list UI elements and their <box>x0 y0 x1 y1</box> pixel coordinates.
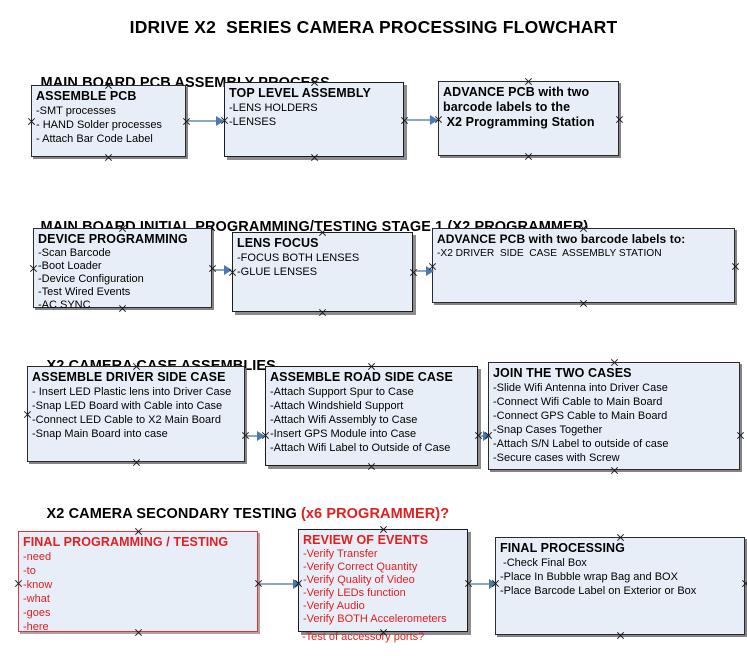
connector-review-of-events-to-final-processing <box>470 583 492 585</box>
box-line: -Snap LED Board with Cable into Case <box>32 400 223 412</box>
box-final-programming-testing[interactable]: FINAL PROGRAMMING / TESTING -need -to -k… <box>18 531 258 633</box>
box-line: -here <box>23 621 49 633</box>
box-line: -Connect Wifi Cable to Main Board <box>493 396 663 408</box>
box-line: -Verify Transfer <box>303 548 378 560</box>
box-line: -know <box>23 579 53 591</box>
box-line: -Verify Audio <box>303 600 365 612</box>
connector-top-level-assembly-to-advance-pcb <box>406 119 430 121</box>
box-line: -Slide Wifi Antenna into Driver Case <box>493 382 668 394</box>
box-title: LENS FOCUS <box>237 236 319 250</box>
arrowhead-icon <box>293 579 301 589</box>
connector-assemble-pcb-to-top-level-assembly <box>188 120 216 122</box>
box-line: -Check Final Box <box>500 557 587 569</box>
box-title: FINAL PROCESSING <box>500 541 625 555</box>
box-title: ADVANCE PCB with two barcode labels to: <box>437 232 686 246</box>
box-line: -Secure cases with Screw <box>493 452 620 464</box>
box-line: -Device Configuration <box>38 273 144 285</box>
arrowhead-icon <box>257 431 265 441</box>
box-line: - Insert LED Plastic lens into Driver Ca… <box>32 386 232 398</box>
box-review-of-events[interactable]: REVIEW OF EVENTS -Verify Transfer -Verif… <box>298 529 468 632</box>
connector-driver-side-to-road-side <box>247 435 261 437</box>
box-title: REVIEW OF EVENTS <box>303 533 429 547</box>
box-title: ASSEMBLE DRIVER SIDE CASE <box>32 370 226 384</box>
box-line: -Place In Bubble wrap Bag and BOX <box>500 571 678 583</box>
box-line: -Scan Barcode <box>38 247 111 259</box>
box-line: -Place Barcode Label on Exterior or Box <box>500 585 697 597</box>
connector-device-programming-to-lens-focus <box>214 269 226 271</box>
box-title: JOIN THE TWO CASES <box>493 366 632 380</box>
connector-final-programming-to-review-of-events <box>260 583 295 585</box>
box-line: -goes <box>23 607 51 619</box>
box-line: -what <box>23 593 50 605</box>
box-top-level-assembly[interactable]: TOP LEVEL ASSEMBLY -LENS HOLDERS -LENSES <box>224 82 404 157</box>
box-line: -Connect GPS Cable to Main Board <box>493 410 668 422</box>
arrowhead-icon <box>426 266 434 276</box>
box-line: -Verify Quality of Video <box>303 574 415 586</box>
box-title: ASSEMBLE ROAD SIDE CASE <box>270 370 453 384</box>
box-title: ADVANCE PCB with two barcode labels to t… <box>443 85 595 129</box>
box-assemble-driver-side-case[interactable]: ASSEMBLE DRIVER SIDE CASE - Insert LED P… <box>27 366 245 462</box>
box-title: TOP LEVEL ASSEMBLY <box>229 86 371 100</box>
box-advance-pcb-to-driver-side-case-station[interactable]: ADVANCE PCB with two barcode labels to: … <box>432 228 735 303</box>
box-line: -LENSES <box>229 116 277 128</box>
box-line: -X2 DRIVER SIDE CASE ASSEMBLY STATION <box>437 248 662 259</box>
section-header-x2-camera-secondary-testing: X2 CAMERA SECONDARY TESTING (x6 PROGRAMM… <box>30 490 450 538</box>
box-line: -Connect LED Cable to X2 Main Board <box>32 414 221 426</box>
box-line: -Boot Loader <box>38 260 102 272</box>
box-line: -Attach Windshield Support <box>270 400 404 412</box>
box-title: DEVICE PROGRAMMING <box>38 232 188 246</box>
box-join-the-two-cases[interactable]: JOIN THE TWO CASES -Slide Wifi Antenna i… <box>488 362 740 470</box>
box-title: FINAL PROGRAMMING / TESTING <box>23 535 229 549</box>
box-advance-pcb-to-x2-programming-station[interactable]: ADVANCE PCB with two barcode labels to t… <box>438 81 619 156</box>
box-lens-focus[interactable]: LENS FOCUS -FOCUS BOTH LENSES -GLUE LENS… <box>232 232 413 312</box>
arrowhead-icon <box>489 579 497 589</box>
section-header-text: X2 CAMERA SECONDARY TESTING <box>46 506 301 522</box>
box-final-processing[interactable]: FINAL PROCESSING -Check Final Box -Place… <box>495 537 745 635</box>
box-review-of-events-overflow-line: -Test of accessory ports? <box>302 631 425 643</box>
box-line: -Test Wired Events <box>38 286 131 298</box>
arrowhead-icon <box>483 431 491 441</box>
box-line: -Verify BOTH Accelerometers <box>303 613 447 625</box>
arrowhead-icon <box>430 115 438 125</box>
box-line: -LENS HOLDERS <box>229 102 318 114</box>
box-assemble-pcb[interactable]: ASSEMBLE PCB -SMT processes - HAND Solde… <box>31 85 186 157</box>
box-line: -Snap Cases Together <box>493 424 603 436</box>
box-line: -FOCUS BOTH LENSES <box>237 252 360 264</box>
box-line: -Snap Main Board into case <box>32 428 168 440</box>
box-line: -Attach S/N Label to outside of case <box>493 438 669 450</box>
box-line: -Attach Support Spur to Case <box>270 386 414 398</box>
box-device-programming[interactable]: DEVICE PROGRAMMING -Scan Barcode -Boot L… <box>33 228 212 311</box>
box-line: -Insert GPS Module into Case <box>270 428 417 440</box>
box-line: -SMT processes <box>36 105 116 117</box>
box-assemble-road-side-case[interactable]: ASSEMBLE ROAD SIDE CASE -Attach Support … <box>265 366 478 466</box>
arrowhead-icon <box>216 116 224 126</box>
box-line: -GLUE LENSES <box>237 266 318 278</box>
box-line: -Attach Wifi Assembly to Case <box>270 414 418 426</box>
connector-lens-focus-to-advance-pcb-station <box>415 270 429 272</box>
box-line: -Verify LEDs function <box>303 587 406 599</box>
box-line: - HAND Solder processes <box>36 119 162 131</box>
box-line: - Attach Bar Code Label <box>36 133 153 145</box>
box-title: ASSEMBLE PCB <box>36 89 137 103</box>
box-line: -Attach Wifi Label to Outside of Case <box>270 442 451 454</box>
box-line: -need <box>23 551 52 563</box>
section-header-accent: (x6 PROGRAMMER)? <box>300 506 450 522</box>
arrowhead-icon <box>224 265 232 275</box>
box-line: -AC SYNC <box>38 299 91 311</box>
page-title: IDRIVE X2 SERIES CAMERA PROCESSING FLOWC… <box>129 17 618 37</box>
box-line: -to <box>23 565 36 577</box>
box-line: -Verify Correct Quantity <box>303 561 418 573</box>
